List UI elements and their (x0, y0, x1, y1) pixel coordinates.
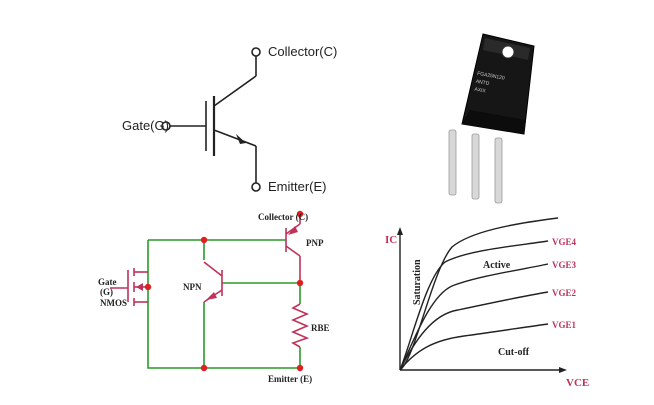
pnp-arrow-icon (288, 226, 298, 235)
pnp-label: PNP (306, 238, 324, 248)
collector-label: Collector(C) (268, 44, 337, 59)
vge2-label: VGE2 (552, 288, 577, 298)
curve-vge3 (399, 263, 549, 371)
chart-axes (399, 232, 562, 371)
y-axis-label: IC (385, 234, 397, 246)
package-leads (448, 129, 503, 204)
vge4-label: VGE4 (552, 237, 577, 247)
curve-top (399, 217, 559, 371)
to247-package: FGA25N120 ANTD AXIX (448, 33, 535, 204)
vge1-label: VGE1 (552, 320, 577, 330)
x-axis-label: VCE (566, 377, 589, 389)
circuit-wires (147, 239, 301, 369)
npn-arrow-icon (206, 292, 217, 300)
eq-gate-g-label: (G) (100, 287, 113, 297)
eq-gate-label: Gate (98, 277, 117, 287)
emitter-label: Emitter(E) (268, 179, 327, 194)
emitter-arrow-icon (236, 134, 246, 144)
equivalent-circuit: Collector (C) PNP NPN Gate (G) NMOS RBE … (98, 210, 330, 384)
nmos-arrow-icon (136, 283, 143, 291)
chart-curves (399, 217, 559, 371)
emitter-branch (213, 129, 257, 147)
active-label: Active (483, 260, 511, 271)
collector-branch (213, 75, 257, 107)
mounting-hole (501, 45, 515, 59)
output-characteristics: IC VCE Saturation Active Cut-off VGE4 VG… (385, 217, 589, 389)
circuit-nodes (144, 210, 304, 372)
curve-vge2 (399, 291, 549, 371)
nmos-transistor (110, 268, 148, 306)
curve-vge4 (399, 240, 549, 371)
saturation-label: Saturation (412, 259, 423, 305)
curve-vge1 (399, 323, 549, 371)
eq-emitter-label: Emitter (E) (268, 374, 312, 384)
rbe-label: RBE (311, 323, 330, 333)
marking-line-2: ANTD (475, 79, 490, 87)
package-base (462, 110, 526, 134)
cutoff-label: Cut-off (498, 347, 530, 358)
vge3-label: VGE3 (552, 260, 577, 270)
marking-line-1: FGA25N120 (477, 71, 506, 82)
pnp-transistor (285, 214, 301, 283)
collector-terminal (251, 47, 261, 57)
gate-label: Gate(G) (122, 118, 169, 133)
gate-terminal (161, 121, 171, 131)
nmos-label: NMOS (100, 298, 127, 308)
eq-collector-label: Collector (C) (258, 212, 308, 222)
rbe-resistor (290, 303, 310, 348)
igbt-symbol (161, 47, 261, 192)
x-axis-arrow-icon (559, 367, 567, 373)
npn-label: NPN (183, 282, 202, 292)
y-axis-arrow-icon (397, 227, 403, 235)
marking-line-3: AXIX (474, 87, 487, 95)
emitter-terminal (251, 182, 261, 192)
